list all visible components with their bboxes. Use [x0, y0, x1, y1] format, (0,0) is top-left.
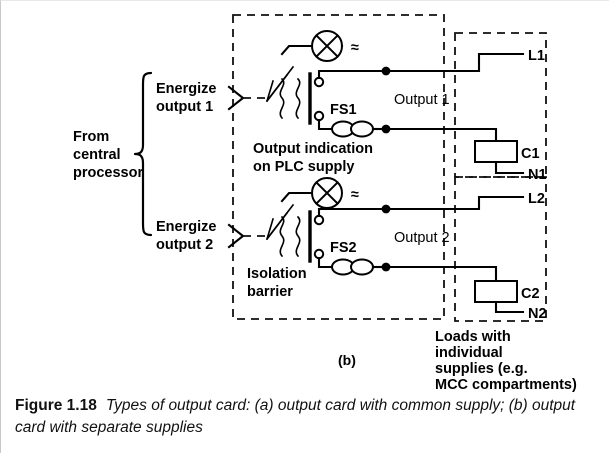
plc-card-boundary: [232, 14, 445, 320]
output-1-line-L1: [384, 52, 525, 73]
signal-2-label-line1: Energize: [156, 219, 216, 235]
fuse-1-label: FS1: [330, 102, 357, 118]
terminal-label-N2: N2: [528, 306, 547, 322]
contactor-coil-1: [474, 140, 518, 163]
relay-1-bottom-contact-wire: [317, 118, 336, 131]
signal-1-arrow-icon: [227, 85, 245, 111]
indicator-lamp-2-lead: [280, 191, 314, 203]
terminal-label-L2: L2: [528, 191, 545, 207]
relay-1-isolation-squiggle-b: [295, 77, 301, 120]
output-channel-1: ≈ FS1 Output 1 L1: [265, 30, 547, 183]
relay-1-isolation-squiggle-a: [279, 77, 285, 120]
relay-2-terminal-top: [313, 214, 325, 226]
relay-1-actuator-diag-b: [265, 73, 289, 103]
load-compartment-2-boundary: [454, 176, 547, 322]
terminal-label-N1: N1: [528, 167, 547, 183]
output-2-label: Output 2: [394, 230, 450, 246]
contactor-2-neutral-lead: [494, 300, 525, 314]
output-channel-2: ≈ FS2 Output 2 L2 C2 N2: [265, 177, 547, 322]
terminal-label-C2: C2: [521, 286, 540, 302]
source-label-line1: From: [73, 129, 109, 145]
indicator-lamp-1-cross: [315, 34, 339, 58]
signal-2-arrow-icon: [227, 223, 245, 249]
relay-2-actuator-diag-c: [266, 218, 274, 240]
isolation-note-line1: Isolation: [247, 266, 307, 282]
fuse-2-icon-right: [350, 258, 374, 276]
output-1-line-to-C1: [384, 127, 498, 143]
central-processor-brace: [133, 71, 153, 237]
indicator-lamp-1-lead: [280, 44, 314, 56]
fuse-1-icon-right: [350, 120, 374, 138]
terminal-label-C1: C1: [521, 146, 540, 162]
contactor-coil-2: [474, 280, 518, 303]
relay-2-isolation-squiggle-b: [295, 215, 301, 258]
relay-1-top-contact-wire: [317, 69, 388, 80]
relay-2-top-contact-wire: [317, 207, 388, 218]
relay-1-actuator-diag-c: [266, 80, 274, 102]
loads-note-line4: MCC compartments): [435, 377, 577, 393]
contactor-1-neutral-lead: [494, 160, 525, 175]
indicator-lamp-2-cross: [315, 181, 339, 205]
loads-note-line2: individual: [435, 345, 503, 361]
relay-1-terminal-top: [313, 76, 325, 88]
relay-1-terminal-bottom: [313, 110, 325, 122]
figure-caption-text: Types of output card: (a) output card wi…: [15, 397, 576, 436]
loads-note-line3: supplies (e.g.: [435, 361, 528, 377]
output-indication-note-line2: on PLC supply: [253, 159, 355, 175]
fuse-2-label: FS2: [330, 240, 357, 256]
loads-note-line1: Loads with: [435, 329, 511, 345]
relay-2-terminal-bottom: [313, 248, 325, 260]
output-2-line-L2: [384, 195, 525, 211]
signal-1-label-line2: output 1: [156, 99, 213, 115]
signal-2-label-line2: output 2: [156, 237, 213, 253]
output-2-line-to-C2: [384, 265, 498, 283]
output-1-label: Output 1: [394, 92, 450, 108]
circuit-diagram: From central processor Energize output 1…: [73, 14, 577, 393]
ac-symbol-2: ≈: [351, 187, 359, 203]
output-indication-note-line1: Output indication: [253, 141, 373, 157]
ac-symbol-1: ≈: [351, 40, 359, 56]
relay-2-isolation-squiggle-a: [279, 215, 285, 258]
relay-2-actuator-diag-b: [265, 211, 289, 241]
isolation-note-line2: barrier: [247, 284, 293, 300]
figure-number: Figure 1.18: [15, 397, 97, 414]
signal-1-label-line1: Energize: [156, 81, 216, 97]
relay-2-bottom-contact-wire: [317, 256, 336, 269]
terminal-label-L1: L1: [528, 48, 545, 64]
source-label-line3: processor: [73, 165, 143, 181]
source-label-line2: central: [73, 147, 121, 163]
part-label: (b): [338, 352, 356, 368]
